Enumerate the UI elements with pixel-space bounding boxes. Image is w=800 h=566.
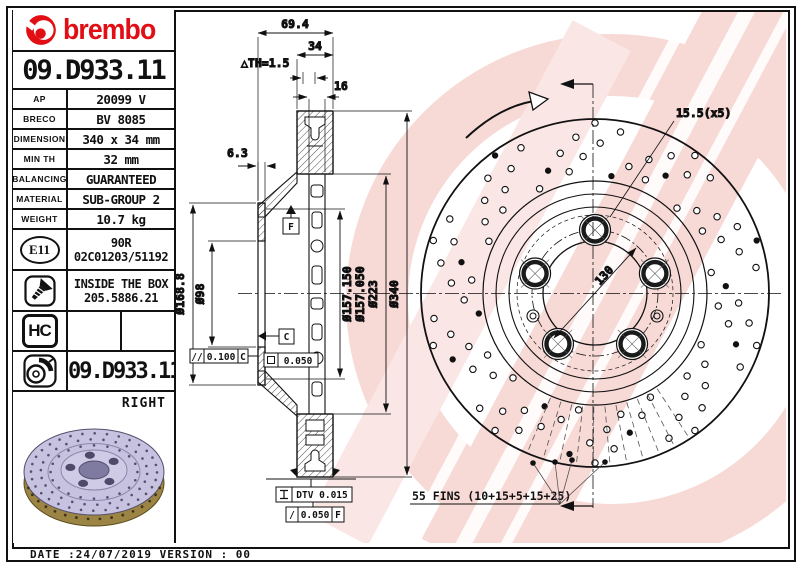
spec-label: WEIGHT <box>21 214 58 224</box>
spec-row-ap: AP 20099 V <box>13 90 174 110</box>
runout-datum: F <box>335 510 341 521</box>
runout-frame: / 0.050 F <box>285 502 345 523</box>
dim-hat-id-max: Ø157.150 <box>340 266 354 322</box>
spec-row-breco: BRECO BV 8085 <box>13 110 174 130</box>
dim-min-th: △TH=1.5 <box>241 56 290 70</box>
gdt-annotations: F C // 0.100 C 0.050 <box>189 205 356 523</box>
hc-empty-cell <box>122 312 174 350</box>
dim-hat-wall: 6.3 <box>227 146 248 160</box>
spec-row-material: MATERIAL SUB-GROUP 2 <box>13 190 174 210</box>
orientation-label: RIGHT <box>121 396 166 411</box>
orientation-photo-cell: RIGHT <box>13 392 174 543</box>
rotation-arrow-icon <box>465 90 550 139</box>
runout-icon: / <box>289 510 295 521</box>
flatness-value: 0.050 <box>284 356 313 367</box>
datum-c-label: C <box>284 332 290 343</box>
spec-value: 20099 V <box>96 91 146 107</box>
brand-wordmark: brembo <box>63 13 156 46</box>
dim-bolt-hole: 15.5(x5) <box>676 106 731 120</box>
brand-header: brembo <box>13 10 174 52</box>
parallelism-value: 0.100 <box>207 352 236 363</box>
e11-badge: E11 <box>19 235 60 264</box>
spec-label: MIN TH <box>23 154 56 164</box>
homologation-row: E11 90R 02C01203/51192 <box>13 230 174 271</box>
disc-product-photo <box>23 428 165 527</box>
homologation-line1: 90R <box>110 235 132 250</box>
homologation-line2: 02C01203/51192 <box>73 249 169 264</box>
brembo-logo-icon <box>23 15 57 45</box>
spec-row-dimension: DIMENSION 340 x 34 mm <box>13 130 174 150</box>
spec-label: DIMENSION <box>13 134 66 144</box>
spec-value: GUARANTEED <box>85 171 157 187</box>
spec-value: 10.7 kg <box>96 211 146 227</box>
hc-empty-cell <box>68 312 122 350</box>
parallelism-datum: C <box>240 352 246 363</box>
fins-note-label: 55 FINS (10+15+5+15+25) <box>412 489 571 503</box>
part-number: 09.D933.11 <box>22 54 167 86</box>
dtv-value: DTV 0.015 <box>296 490 348 501</box>
parallelism-frame: // 0.100 C <box>189 348 258 364</box>
inside-the-box-row: INSIDE THE BOX 205.5886.21 <box>13 271 174 312</box>
screw-icon <box>23 274 56 307</box>
dim-band-width: 34 <box>308 39 322 53</box>
page-border <box>6 6 796 562</box>
dim-disc-od: Ø340 <box>387 280 401 309</box>
fins-note: 55 FINS (10+15+5+15+25) <box>410 457 608 505</box>
part-number-row: 09.D933.11 <box>13 52 174 90</box>
spec-label: BALANCING <box>13 174 67 184</box>
pad-part-number: 09.D933.11 <box>68 358 174 384</box>
spec-row-weight: WEIGHT 10.7 kg <box>13 210 174 230</box>
parallelism-icon: // <box>191 352 203 363</box>
spec-label: MATERIAL <box>16 194 63 204</box>
info-panel: brembo 09.D933.11 AP 20099 V BRECO BV 80… <box>13 10 176 543</box>
spec-value: 340 x 34 mm <box>82 131 160 147</box>
cross-section <box>257 110 340 478</box>
flatness-icon <box>267 356 275 364</box>
dtv-icon <box>280 489 288 500</box>
dim-hat-od: Ø168.8 <box>173 273 187 316</box>
spec-label: BRECO <box>23 114 56 124</box>
hc-row: HC <box>13 312 174 352</box>
section-cut-arrow-top <box>560 79 593 89</box>
set-screw-holes <box>526 309 664 323</box>
dtv-frame: DTV 0.015 <box>266 478 356 503</box>
spec-label: AP <box>33 94 46 104</box>
fins-markers <box>530 457 608 466</box>
spec-value: SUB-GROUP 2 <box>82 191 160 207</box>
spec-value: BV 8085 <box>96 111 146 127</box>
datum-f-label: F <box>288 222 294 233</box>
pad-part-row: 09.D933.11 <box>13 352 174 392</box>
fins-leaders <box>532 459 606 505</box>
runout-value: 0.050 <box>301 510 330 521</box>
inside-box-line1: INSIDE THE BOX <box>73 276 169 291</box>
flatness-frame: 0.050 <box>263 352 319 368</box>
section-cut-arrow-bottom <box>560 501 593 511</box>
spec-value: 32 mm <box>103 151 139 167</box>
footer-date: DATE :24/07/2019 VERSION : 00 <box>30 548 252 561</box>
spec-row-balancing: BALANCING GUARANTEED <box>13 170 174 190</box>
dim-hat-id-min: Ø157.050 <box>353 266 367 322</box>
dim-vent-width: 16 <box>334 79 348 93</box>
dim-bore: Ø98 <box>193 284 207 306</box>
dim-total-width: 69.4 <box>281 17 309 31</box>
hc-badge: HC <box>21 314 58 348</box>
vent-vanes <box>310 184 324 397</box>
dimensions: 69.4 34 △TH=1.5 16 6.3 Ø168.8 Ø98 Ø157.1… <box>173 17 732 478</box>
inside-box-line2: 205.5886.21 <box>84 290 158 305</box>
disc-pad-icon <box>22 354 57 388</box>
front-view <box>238 84 782 508</box>
spec-row-min-th: MIN TH 32 mm <box>13 150 174 170</box>
drill-hole-pattern <box>429 119 761 467</box>
dim-band-id: Ø223 <box>366 280 380 309</box>
